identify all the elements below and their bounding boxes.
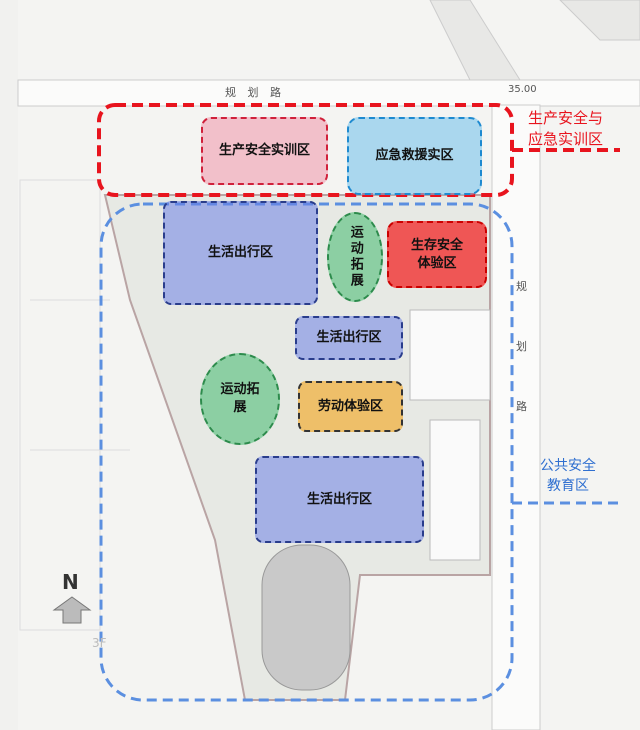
zone-life-travel: 生活出行区	[255, 456, 424, 543]
top-road-elevation: 35.00	[508, 84, 537, 95]
zone-emergency-rescue: 应急救援实区	[347, 117, 482, 195]
public-group-label: 公共安全 教育区	[540, 457, 596, 496]
zone-life-travel: 生活出行区	[163, 201, 318, 305]
building-floor-label: 3F	[92, 636, 107, 650]
zone-labor: 劳动体验区	[298, 381, 403, 432]
top-road-name: 规 划 路	[225, 86, 285, 99]
compass-label: N	[62, 570, 79, 594]
label-line: 生产安全与	[528, 109, 604, 127]
right-road-char: 路	[516, 400, 527, 413]
right-road-char: 规	[516, 280, 527, 293]
zone-production-training: 生产安全实训区	[201, 117, 328, 185]
zone-sport: 运动拓展	[200, 353, 280, 445]
zone-survival: 生存安全体验区	[387, 221, 487, 288]
right-road-char: 划	[516, 340, 527, 353]
label-line: 公共安全	[540, 458, 596, 474]
production-group-label: 生产安全与 应急实训区	[528, 108, 603, 150]
label-line: 教育区	[547, 477, 589, 494]
zone-life-travel: 生活出行区	[295, 316, 403, 360]
label-line: 应急实训区	[528, 130, 604, 148]
north-arrow-icon	[52, 596, 92, 624]
zone-sport: 运动拓展	[327, 212, 383, 302]
